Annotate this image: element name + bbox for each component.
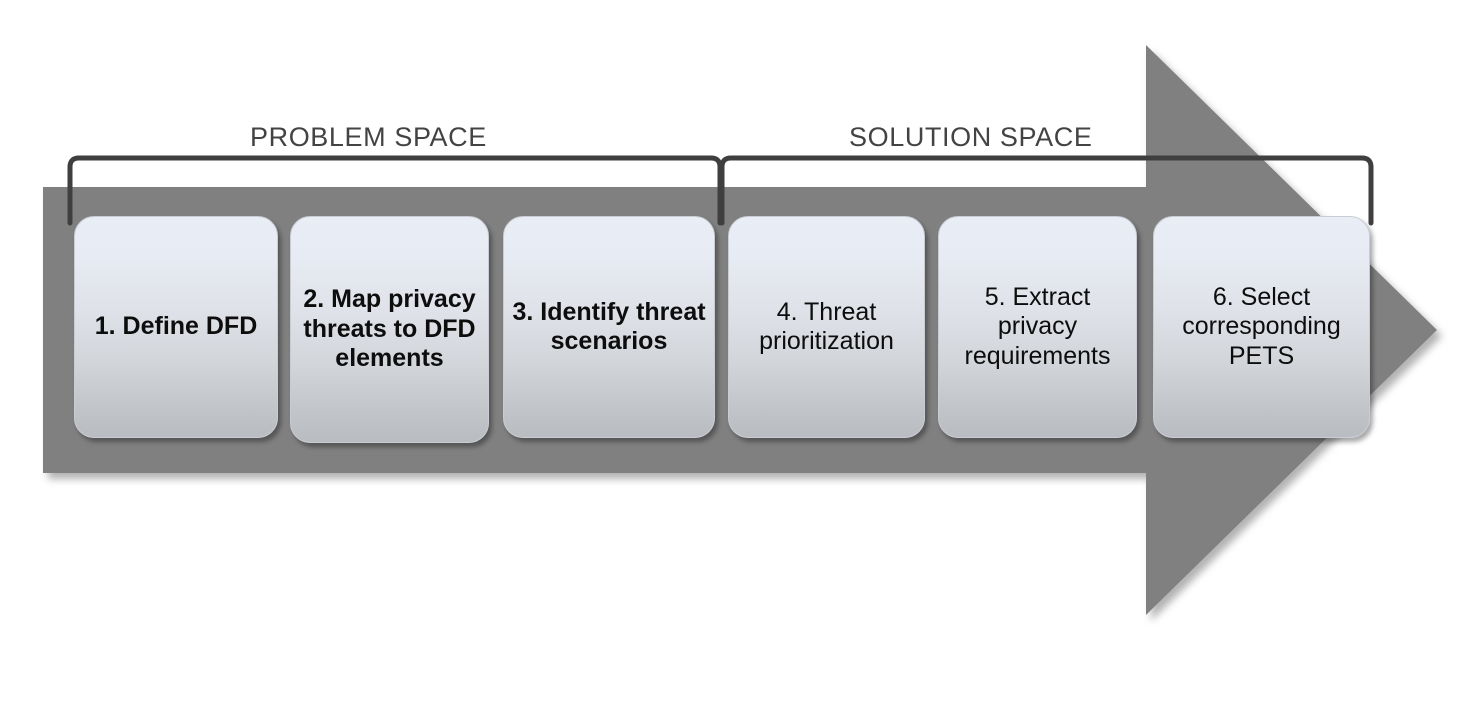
step-label-4: 4. Threat prioritization (759, 297, 894, 356)
step-label-5: 5. Extract privacy requirements (964, 282, 1111, 370)
step-box-4[interactable]: 4. Threat prioritization (728, 216, 925, 438)
step-box-5[interactable]: 5. Extract privacy requirements (938, 216, 1137, 438)
step-label-6: 6. Select corresponding PETS (1182, 282, 1341, 370)
step-box-1[interactable]: 1. Define DFD (74, 216, 278, 438)
step-label-1: 1. Define DFD (94, 312, 258, 341)
step-box-2[interactable]: 2. Map privacy threats to DFD elements (290, 216, 489, 443)
problem-space-bracket (67, 155, 723, 226)
solution-space-bracket (719, 155, 1374, 226)
phase-label-problem-space: PROBLEM SPACE (250, 122, 487, 152)
phase-label-solution-space: SOLUTION SPACE (849, 122, 1093, 152)
step-label-2: 2. Map privacy threats to DFD elements (303, 285, 476, 373)
step-box-3[interactable]: 3. Identify threat scenarios (503, 216, 715, 438)
step-box-6[interactable]: 6. Select corresponding PETS (1153, 216, 1370, 438)
step-label-3: 3. Identify threat scenarios (512, 297, 706, 356)
